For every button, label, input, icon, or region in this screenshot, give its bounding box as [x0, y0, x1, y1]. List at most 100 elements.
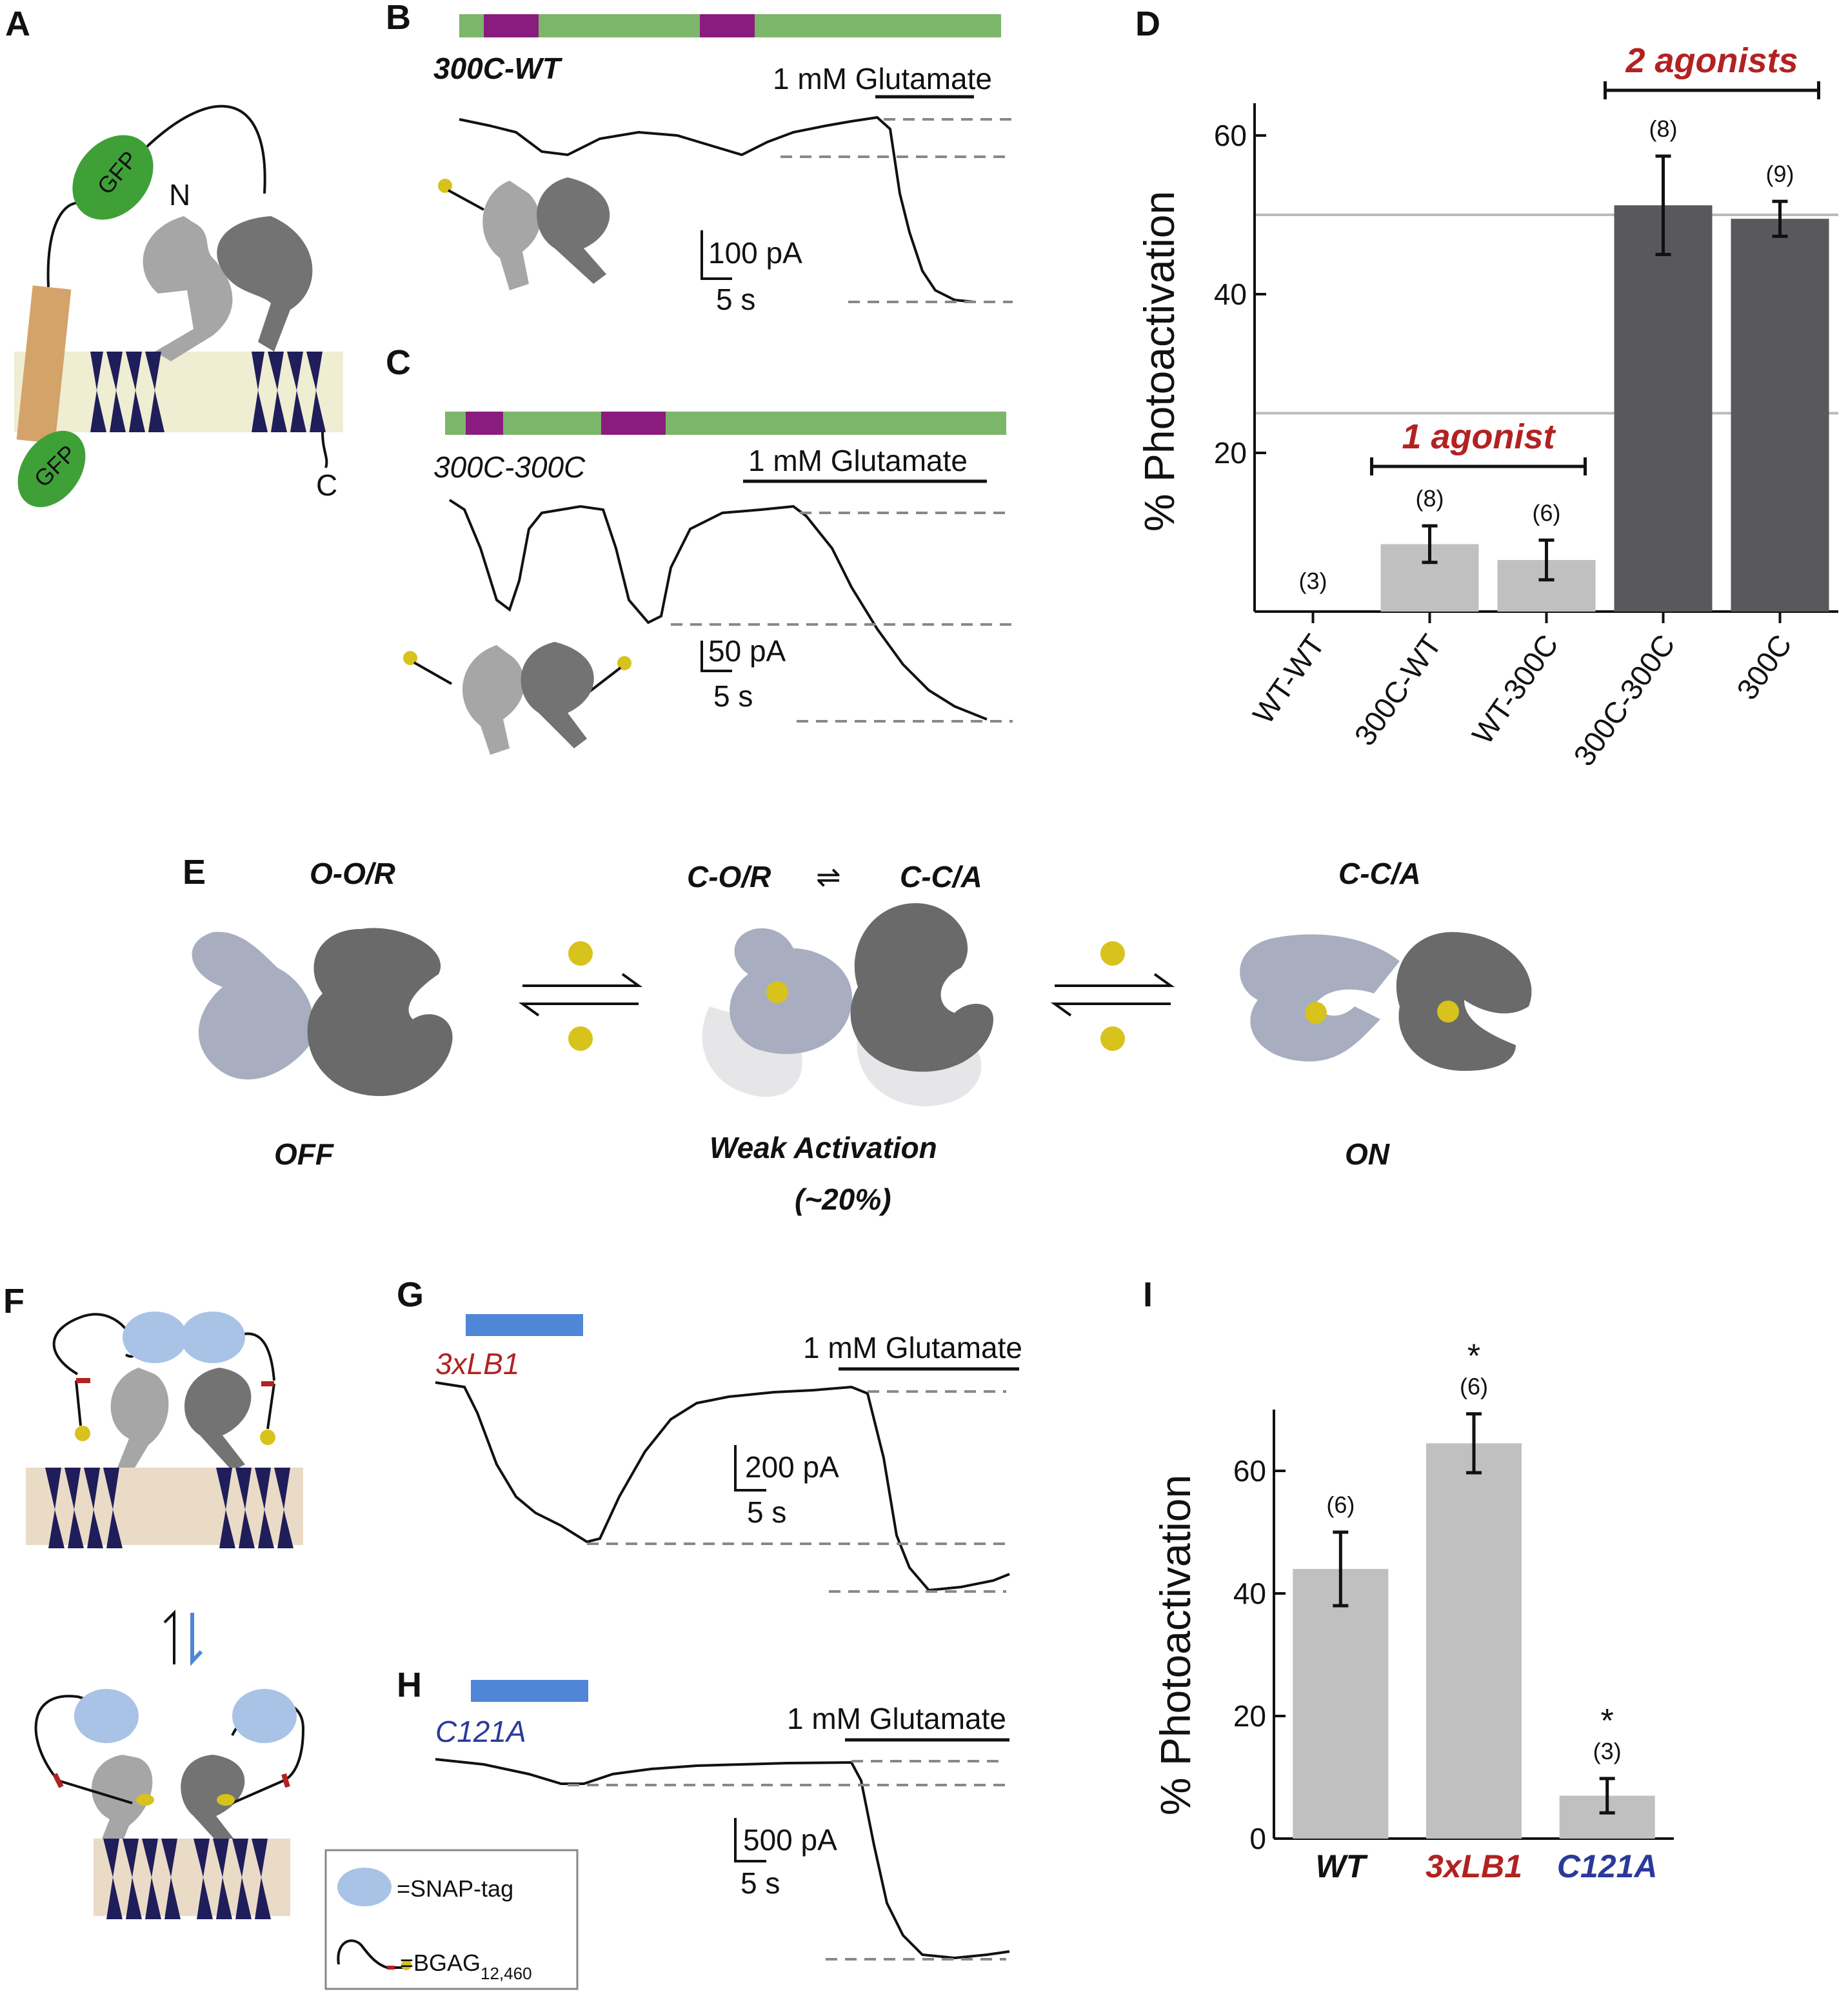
panel-letter-g: G: [397, 1275, 424, 1314]
panel-letter-h: H: [397, 1666, 422, 1704]
bracket-label-d-1: 2 agonists: [1625, 41, 1798, 80]
scale-bar-c: [700, 641, 732, 672]
tether-f-bot-right: [232, 1779, 284, 1804]
legend-snap-icon: [337, 1868, 392, 1906]
photoswitch-f-bot-right: [217, 1794, 235, 1806]
construct-label-h: C121A: [435, 1715, 526, 1748]
uv-pulse-c-2: [601, 412, 666, 435]
snap-tag-f-2: [181, 1312, 245, 1363]
construct-label-g: 3xLB1: [435, 1347, 519, 1381]
panel-b: B 300C-WT 1 mM Glutamate 100 pA 5 s: [386, 0, 1013, 316]
ligand-e-1b: [568, 1026, 593, 1051]
y-axis-title-i: % Photoactivation: [1151, 1475, 1199, 1815]
y-tick-label-i-3: 60: [1233, 1454, 1266, 1488]
photoswitch-f-top-left: [75, 1426, 90, 1441]
ligand-e-r1: [1305, 1002, 1327, 1024]
photoswitch-f-top-right: [260, 1430, 275, 1445]
label-weak: Weak Activation: [710, 1131, 937, 1164]
uv-pulse-c-1: [466, 412, 503, 435]
ligand-e-r2: [1437, 1001, 1459, 1023]
tether-c-right: [586, 666, 622, 695]
legend-snap-label: =SNAP-tag: [397, 1875, 513, 1902]
legend-bgag-icon: [337, 1939, 403, 1969]
tmd-f-top-right: [216, 1468, 293, 1548]
n-label-d-2: (6): [1533, 499, 1561, 526]
tmd-f-bot-right: [194, 1839, 271, 1919]
n-label-i-0: (6): [1326, 1492, 1355, 1518]
n-label-d-3: (8): [1649, 115, 1678, 142]
uv-pulse-b-1: [484, 14, 539, 37]
x-tick-label-d-0: WT-WT: [1246, 628, 1331, 730]
uv-pulse-b-2: [700, 14, 755, 37]
gfp-bottom: [17, 430, 86, 508]
tether-b: [448, 189, 484, 211]
tmd-f-top-left: [45, 1468, 123, 1548]
equilibrium-arrow-1-fwd: [522, 973, 643, 987]
current-trace-b: [459, 115, 975, 303]
gfp-top: [72, 135, 154, 220]
tether-f-bot-left: [57, 1779, 133, 1804]
panel-letter-c: C: [386, 343, 411, 382]
tmd-f-bot-left: [103, 1839, 181, 1919]
y-tick-label-d-1: 40: [1214, 277, 1247, 311]
state-left: O-O/R: [310, 857, 395, 890]
lbd-left-b: [482, 181, 541, 290]
n-label-i-1: (6): [1460, 1373, 1488, 1400]
x-tick-label-d-2: WT-300C: [1465, 628, 1565, 750]
glutamate-label-g: 1 mM Glutamate: [803, 1331, 1022, 1364]
lbd-right-a: [217, 216, 313, 352]
significance-star-i-1: *: [1467, 1338, 1480, 1375]
c-terminus-label: C: [316, 468, 337, 502]
scale-time-h: 5 s: [740, 1866, 780, 1900]
panel-letter-b: B: [386, 0, 411, 37]
equilibrium-arrow-2-rev: [1050, 1003, 1171, 1017]
lbd-right-f-bot: [181, 1755, 245, 1851]
tether-red-f-bot-left: [52, 1773, 64, 1788]
tether-f-top-left: [75, 1380, 82, 1426]
panel-letter-i: I: [1143, 1275, 1153, 1314]
lbd-closed-left-e: [1240, 934, 1400, 1062]
equilibrium-arrow-2-fwd: [1055, 973, 1175, 987]
bar-d-4: [1731, 219, 1829, 612]
scale-time-g: 5 s: [747, 1495, 786, 1529]
photoswitch-f-bot-left: [136, 1794, 154, 1806]
scale-bar-h: [734, 1818, 766, 1862]
panel-g: G 3xLB1 1 mM Glutamate 200 pA 5 s: [397, 1275, 1022, 1593]
panel-c: C 300C-300C 1 mM Glutamate 50 pA 5 s: [386, 343, 1013, 755]
bar-d-3: [1614, 205, 1713, 612]
y-axis-title-d: % Photoactivation: [1135, 191, 1183, 532]
snap-tag-f-1: [123, 1312, 187, 1363]
n-label-i-2: (3): [1593, 1738, 1622, 1764]
scale-time-b: 5 s: [716, 283, 755, 316]
ligand-e-1a: [568, 941, 593, 966]
scale-current-c: 50 pA: [708, 634, 786, 668]
equilibrium-arrow-1-rev: [518, 1003, 639, 1017]
scale-current-b: 100 pA: [708, 236, 802, 270]
scale-bar-b: [700, 230, 732, 280]
state-mid-a: C-O/R: [687, 860, 771, 893]
linker-a-top: [134, 105, 266, 194]
light-pulse-g: [466, 1314, 583, 1336]
snap-linker-f-top-left: [52, 1313, 137, 1375]
ligand-e-2a: [1100, 941, 1125, 966]
tmd-left-a: [90, 352, 164, 432]
construct-label-b: 300C-WT: [433, 52, 563, 85]
n-label-d-4: (9): [1766, 161, 1794, 187]
state-mid-b: C-C/A: [900, 860, 982, 893]
snap-tag-f-4: [232, 1689, 297, 1743]
photoswitch-c-right: [617, 656, 631, 670]
panel-letter-e: E: [183, 853, 206, 892]
current-trace-c: [448, 499, 988, 721]
lbd-open-left-e: [192, 932, 314, 1080]
legend-bgag-label: =BGAG: [400, 1950, 481, 1976]
scale-current-g: 200 pA: [745, 1450, 839, 1484]
x-tick-label-i-0: WT: [1315, 1848, 1368, 1884]
glutamate-label-c: 1 mM Glutamate: [748, 444, 968, 477]
panel-f: F: [3, 1282, 579, 1990]
n-label-d-0: (3): [1299, 568, 1327, 594]
panel-letter-d: D: [1135, 5, 1160, 43]
lbd-partial-right-e: [850, 903, 993, 1072]
scale-time-c: 5 s: [713, 679, 753, 713]
